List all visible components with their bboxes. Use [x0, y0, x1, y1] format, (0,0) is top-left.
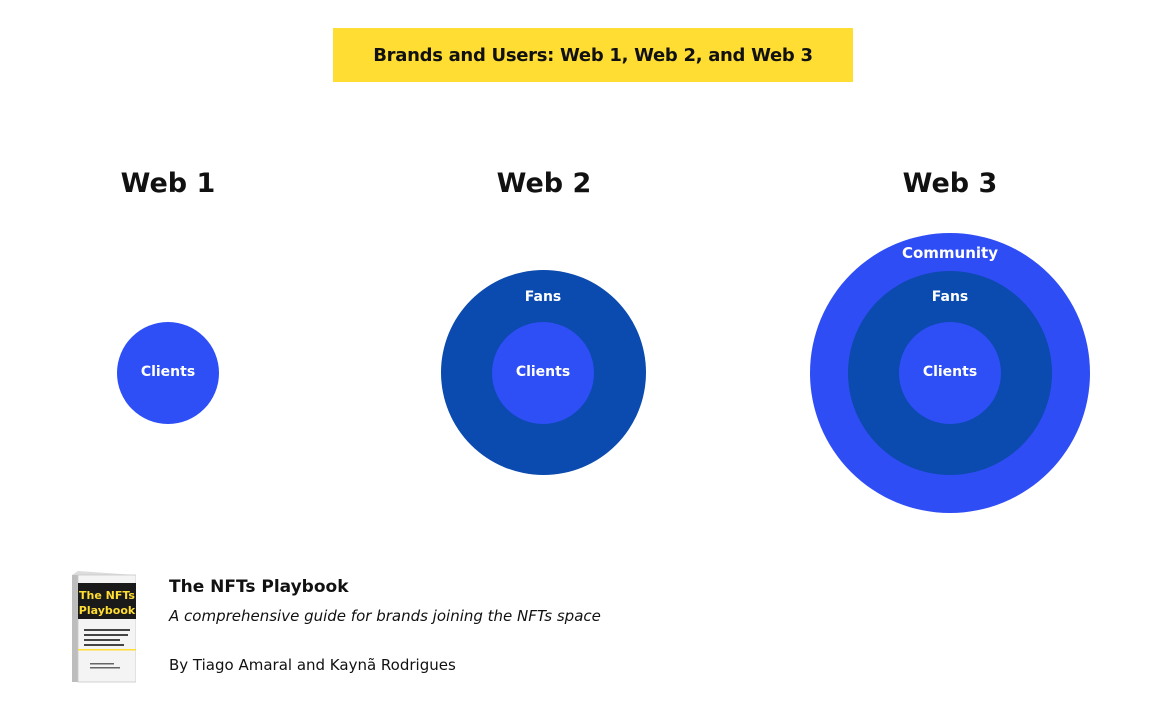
web1-heading: Web 1 — [120, 168, 216, 199]
web2-fans-label: Fans — [524, 289, 562, 305]
web2-clients-circle — [492, 322, 594, 424]
web2-heading: Web 2 — [496, 168, 592, 199]
web3-clients-label: Clients — [922, 364, 978, 380]
book-cover-image: The NFTs Playbook — [72, 571, 136, 683]
web2-clients-label: Clients — [515, 364, 571, 380]
title-banner: Brands and Users: Web 1, Web 2, and Web … — [333, 28, 853, 82]
book-authors: By Tiago Amaral and Kaynã Rodrigues — [169, 656, 456, 674]
book-subtitle: A comprehensive guide for brands joining… — [169, 607, 601, 625]
web3-clients-circle — [899, 322, 1001, 424]
web3-fans-label: Fans — [931, 289, 969, 305]
diagram-title: Brands and Users: Web 1, Web 2, and Web … — [373, 44, 813, 66]
web3-community-label: Community — [901, 244, 999, 262]
book-cover-title-line1: The NFTs — [79, 589, 135, 602]
web1-clients-circle — [117, 322, 219, 424]
book-title: The NFTs Playbook — [169, 577, 349, 597]
web1-clients-label: Clients — [140, 364, 196, 380]
web3-heading: Web 3 — [902, 168, 998, 199]
book-cover-title-line2: Playbook — [79, 604, 136, 617]
